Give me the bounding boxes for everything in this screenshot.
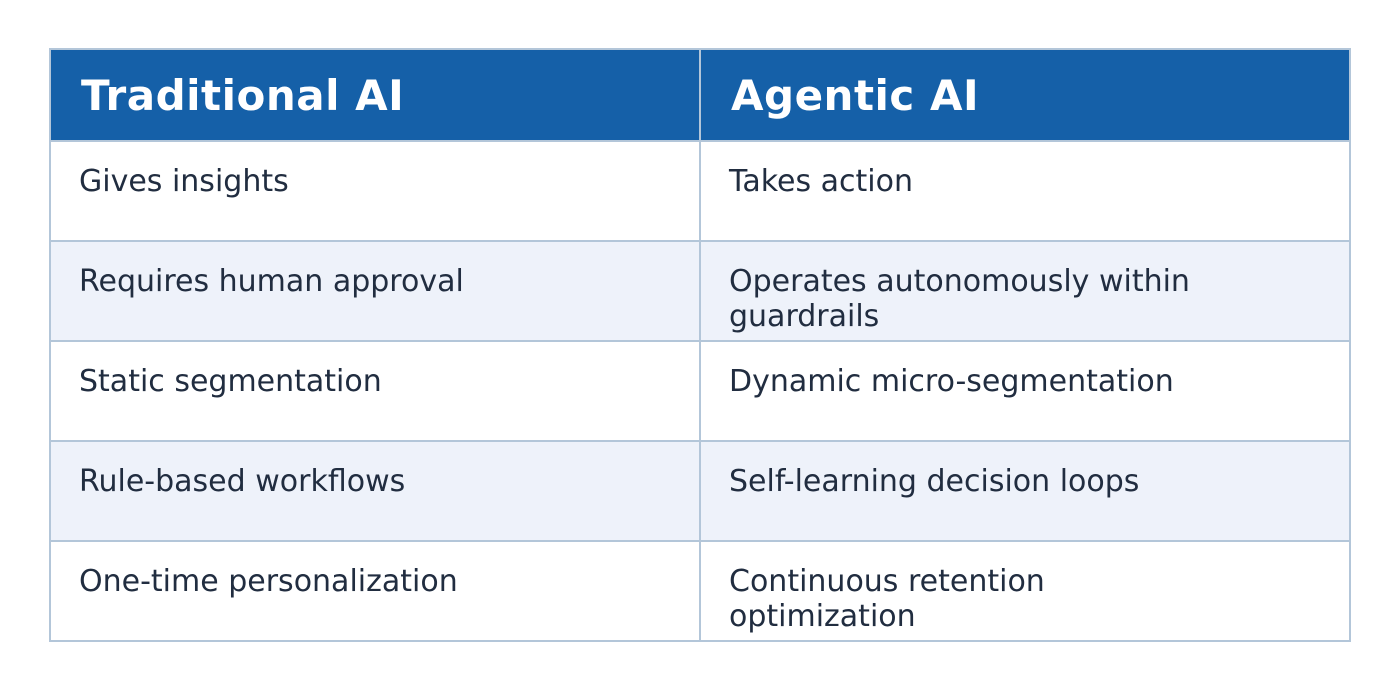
table-header: Traditional AI Agentic AI <box>49 48 1351 142</box>
cell-traditional-insights: Gives insights <box>49 140 701 242</box>
cell-traditional-approval: Requires human approval <box>49 240 701 342</box>
table-row: Static segmentation Dynamic micro-segmen… <box>49 340 1351 442</box>
cell-traditional-personalization: One-time personalization <box>49 540 701 642</box>
table-row: Rule-based workflows Self-learning decis… <box>49 440 1351 542</box>
header-agentic-ai: Agentic AI <box>699 48 1351 142</box>
cell-agentic-action: Takes action <box>699 140 1351 242</box>
header-traditional-ai: Traditional AI <box>49 48 701 142</box>
table-row: One-time personalization Continuous rete… <box>49 540 1351 642</box>
cell-traditional-segmentation: Static segmentation <box>49 340 701 442</box>
table-body: Gives insights Takes action Requires hum… <box>49 140 1351 642</box>
header-row: Traditional AI Agentic AI <box>49 48 1351 142</box>
cell-agentic-autonomy: Operates autonomously within guardrails <box>699 240 1351 342</box>
cell-agentic-segmentation: Dynamic micro-segmentation <box>699 340 1351 442</box>
cell-traditional-workflows: Rule-based workflows <box>49 440 701 542</box>
cell-agentic-optimization: Continuous retention optimization <box>699 540 1351 642</box>
cell-agentic-loops: Self-learning decision loops <box>699 440 1351 542</box>
table-row: Gives insights Takes action <box>49 140 1351 242</box>
table-row: Requires human approval Operates autonom… <box>49 240 1351 342</box>
comparison-table: Traditional AI Agentic AI Gives insights… <box>49 48 1351 642</box>
